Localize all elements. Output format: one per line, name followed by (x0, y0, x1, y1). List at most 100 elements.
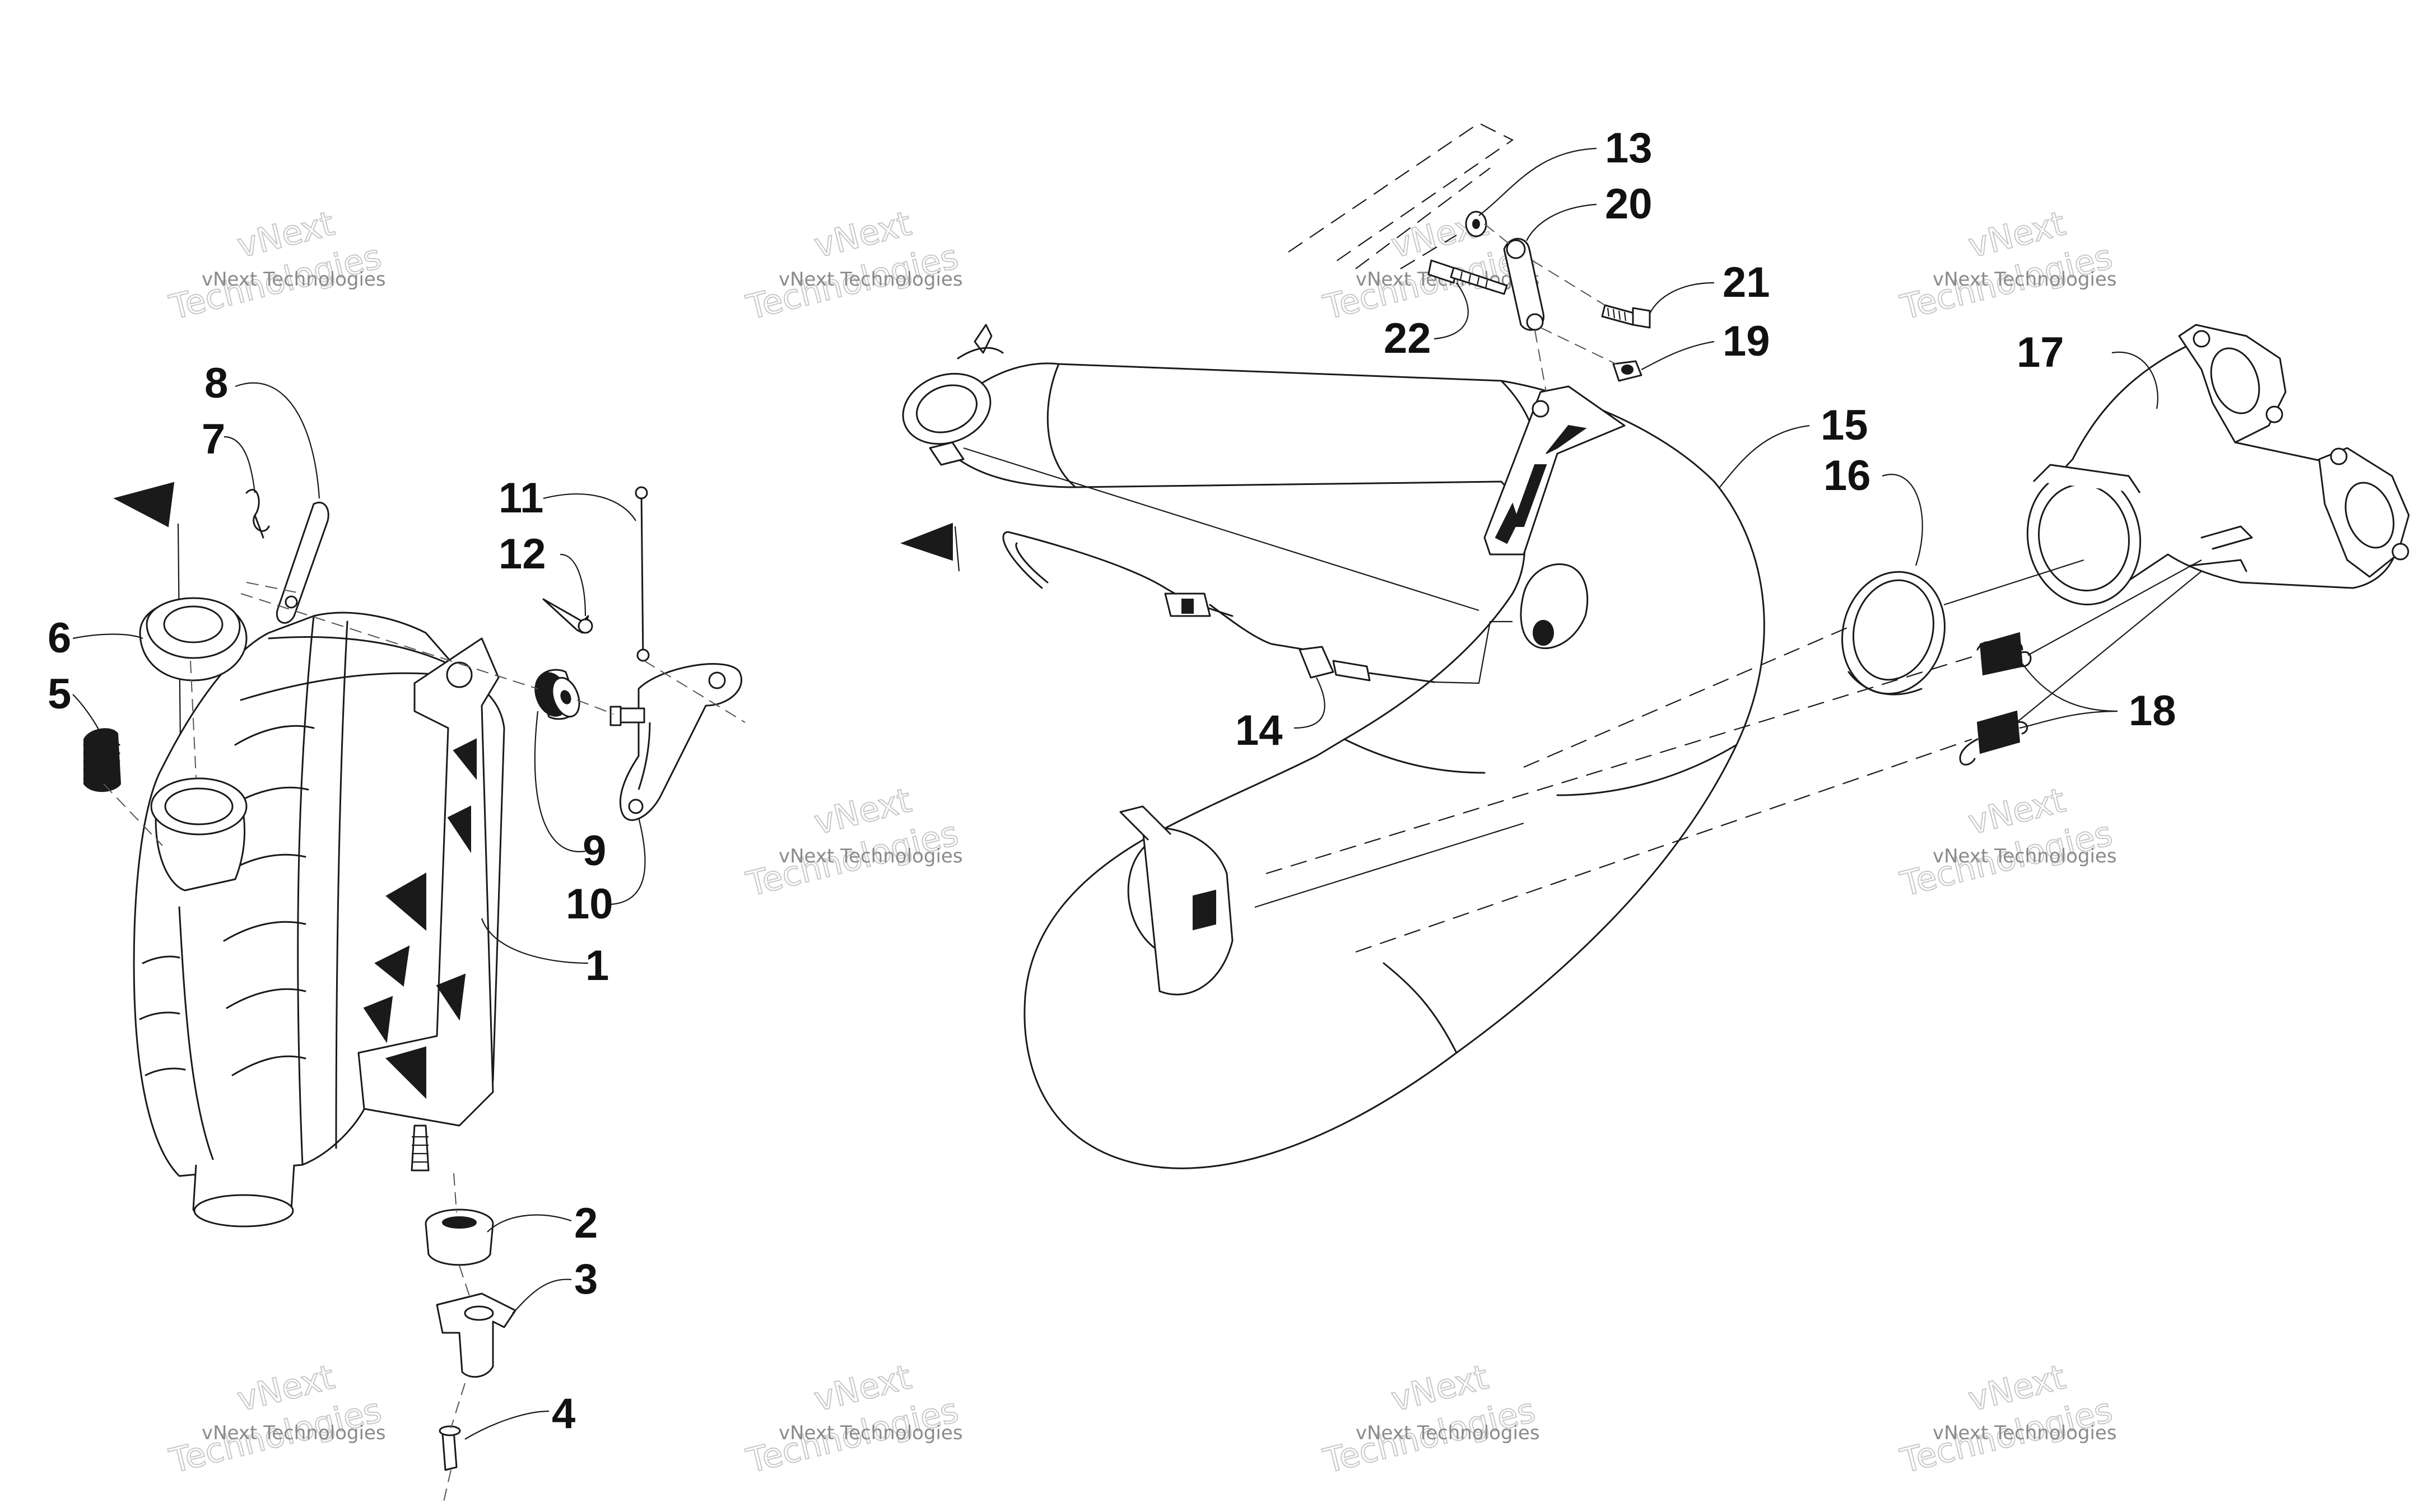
spring-clip-part-8 (276, 501, 329, 624)
watermark: vNext Technologies vNext Technologies (165, 1357, 386, 1482)
watermark: vNext Technologies vNext Technologies (1896, 1357, 2117, 1482)
clip-hole (285, 595, 298, 609)
leader-7 (224, 436, 256, 493)
leader-14 (1293, 677, 1325, 729)
alignment-line (644, 660, 746, 723)
bolt-part-21 (1601, 304, 1651, 329)
alignment-line (1355, 738, 1972, 953)
watermark-small: vNext Technologies (202, 268, 386, 291)
exhaust-pipe-assembly (900, 122, 2410, 1169)
leader-6 (72, 633, 143, 640)
watermark: vNext Technologies vNext Technologies (742, 780, 963, 905)
callout-18: 18 (2129, 687, 2176, 735)
arrow-shaft (954, 526, 960, 572)
callout-10: 10 (566, 880, 613, 928)
muffler-bracket (357, 637, 500, 1172)
watermark-small: vNext Technologies (1933, 1422, 2117, 1444)
leader-4 (464, 1410, 550, 1440)
alignment-line (459, 1265, 471, 1300)
callout-13: 13 (1605, 124, 1653, 172)
rivet-part-4 (439, 1425, 461, 1471)
callout-15: 15 (1821, 402, 1868, 449)
leader-lines (72, 147, 2158, 1440)
watermark-small: vNext Technologies (1356, 1422, 1540, 1444)
seal-ring-part-16 (1841, 571, 1946, 696)
alignment-line (450, 1383, 466, 1429)
watermark-small: vNext Technologies (1933, 845, 2117, 867)
spring-part-5 (83, 728, 122, 792)
callout-3: 3 (574, 1256, 598, 1303)
leader-13 (1478, 147, 1597, 216)
callout-16: 16 (1823, 452, 1871, 500)
watermark-small: vNext Technologies (779, 1422, 963, 1444)
clip-part-7 (245, 489, 270, 539)
spring-part-18-upper (1976, 632, 2032, 676)
y-manifold-part-17 (2026, 324, 2410, 605)
muffler-body (133, 612, 505, 1228)
callout-12: 12 (499, 530, 546, 578)
alignment-line (1523, 626, 1849, 768)
alignment-line (1484, 223, 1513, 247)
callout-6: 6 (48, 614, 71, 662)
callout-1: 1 (585, 942, 609, 990)
rod-part-11 (635, 486, 650, 662)
leader-20 (1526, 203, 1597, 241)
direction-arrow-icon (900, 522, 953, 561)
watermark: vNext Technologies vNext Technologies (742, 1357, 963, 1482)
spring-part-18-lower (1959, 710, 2028, 766)
alignment-line (576, 699, 614, 715)
direction-arrow-icon (113, 482, 175, 528)
watermark: vNext Technologies vNext Technologies (1896, 203, 2117, 328)
link-part-20 (1503, 237, 1544, 331)
grommet-part-9 (534, 669, 580, 720)
washer-part-13 (1465, 211, 1487, 237)
alignment-line (1532, 260, 1605, 306)
watermark-small: vNext Technologies (1933, 268, 2117, 291)
alignment-line (190, 660, 197, 779)
callout-2: 2 (574, 1200, 598, 1247)
alignment-line (1254, 822, 1524, 908)
alignment-line (2016, 571, 2202, 723)
alignment-line (442, 1469, 452, 1507)
mount-bracket-part-3 (436, 1292, 516, 1378)
sensor-part-14 (1002, 531, 1513, 684)
leader-10 (610, 817, 646, 906)
callout-5: 5 (48, 670, 71, 718)
leader-8 (235, 382, 320, 499)
watermark: vNext Technologies vNext Technologies (165, 203, 386, 328)
leader-12 (560, 553, 587, 617)
watermark-small: vNext Technologies (779, 845, 963, 867)
muffler-assembly (83, 482, 746, 1507)
pipe-inlet-flange (902, 324, 1004, 466)
watermark: vNext Technologies vNext Technologies (742, 203, 963, 328)
callout-22: 22 (1384, 315, 1431, 362)
rubber-mount-part-2 (425, 1208, 494, 1266)
callout-11: 11 (499, 474, 543, 522)
gasket-ring-part-6 (139, 597, 248, 682)
alignment-line (246, 582, 303, 594)
leader-18b (2019, 710, 2118, 729)
leader-21 (1649, 282, 1715, 314)
screw-part-12 (542, 598, 593, 634)
leader-9 (534, 711, 586, 852)
alignment-line (2027, 559, 2202, 656)
alignment-line (963, 447, 1479, 612)
leader-17 (2111, 351, 2158, 409)
alignment-line (240, 593, 538, 689)
leader-11 (543, 493, 636, 521)
leader-19 (1641, 340, 1715, 370)
watermark-small: vNext Technologies (779, 268, 963, 291)
alignment-line (1540, 327, 1617, 365)
leader-3 (512, 1278, 572, 1314)
callout-7: 7 (202, 416, 225, 463)
callout-8: 8 (204, 360, 228, 407)
pipe-mount-bracket (1483, 385, 1626, 556)
leader-1 (481, 918, 589, 964)
watermark: vNext Technologies vNext Technologies (1896, 780, 2117, 905)
bracket-plate-part-10 (609, 663, 742, 821)
callout-4: 4 (552, 1390, 575, 1438)
callout-19: 19 (1723, 318, 1770, 365)
callout-17: 17 (2017, 329, 2064, 376)
watermark-small: vNext Technologies (202, 1422, 386, 1444)
